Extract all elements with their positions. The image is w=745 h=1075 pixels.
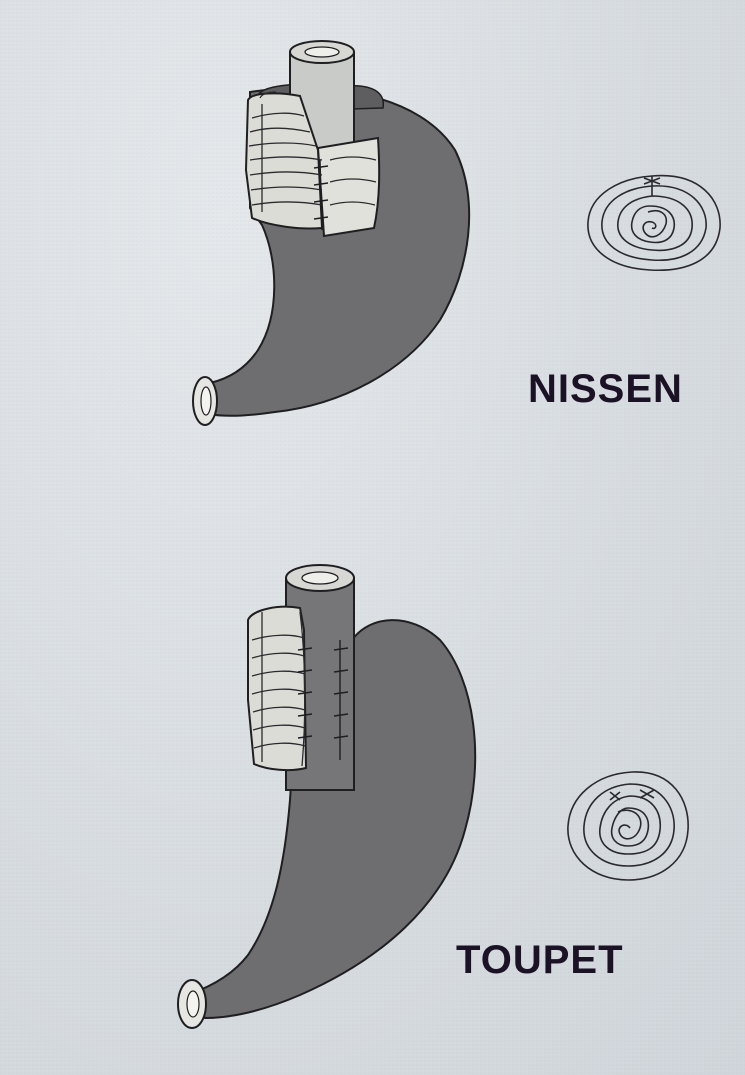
nissen-wrap-right [318,138,379,236]
toupet-wrap [248,607,306,770]
label-nissen: NISSEN [528,369,683,409]
label-toupet: TOUPET [456,940,624,980]
